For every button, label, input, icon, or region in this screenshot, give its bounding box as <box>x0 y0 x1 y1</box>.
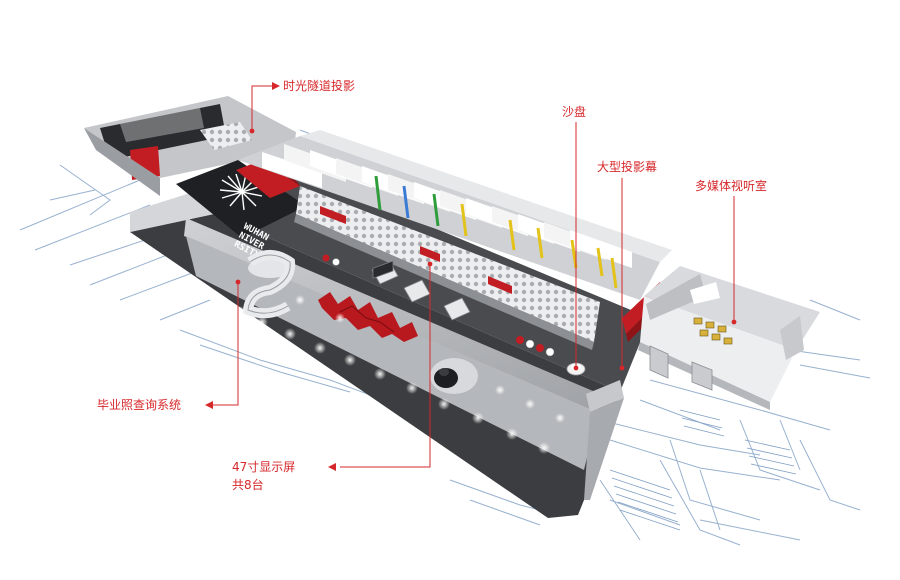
av-room <box>638 266 820 410</box>
floor-spotlights <box>234 295 565 454</box>
label-sand-table: 沙盘 <box>562 105 587 119</box>
time-tunnel-room <box>84 96 296 196</box>
label-display-47: 47寸显示屏 <box>232 460 296 474</box>
spiral-stair <box>242 250 296 319</box>
callout-lines <box>208 85 735 468</box>
display-stands <box>371 260 471 321</box>
label-av-room: 多媒体视听室 <box>695 179 768 193</box>
perforated-wall <box>294 186 600 350</box>
callout-arrows <box>205 82 336 471</box>
red-wave-sculpture <box>318 292 418 342</box>
exhibition-bays <box>238 130 672 300</box>
stools <box>322 254 555 357</box>
right-hall-wall <box>584 380 624 500</box>
callout-dots <box>235 128 737 371</box>
blueprint-lines <box>19 129 871 546</box>
blueprint-stairs <box>609 409 797 531</box>
label-time-tunnel: 时光隧道投影 <box>283 79 356 93</box>
round-pod <box>430 358 478 394</box>
label-display-count: 共8台 <box>232 478 264 492</box>
label-projection-screen: 大型投影幕 <box>597 160 658 174</box>
label-graduation-query: 毕业照查询系统 <box>97 398 182 412</box>
